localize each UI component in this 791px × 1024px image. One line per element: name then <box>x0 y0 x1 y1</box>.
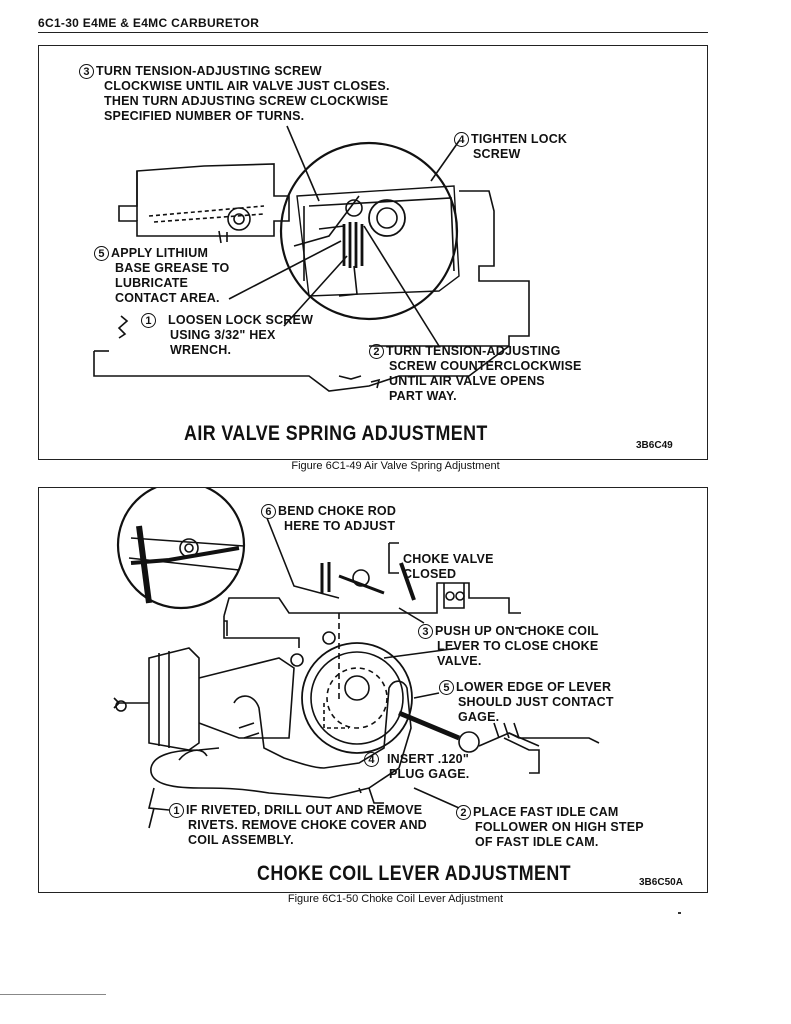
figure-title: AIR VALVE SPRING ADJUSTMENT <box>184 422 488 445</box>
figure-caption: Figure 6C1-49 Air Valve Spring Adjustmen… <box>291 460 500 472</box>
header-rule <box>38 32 708 33</box>
figure-code: 3B6C50A <box>639 877 683 888</box>
step-number: 3 <box>79 64 94 79</box>
footer-rule <box>0 994 106 995</box>
figure-caption: Figure 6C1-50 Choke Coil Lever Adjustmen… <box>287 893 504 905</box>
figure-title: CHOKE COIL LEVER ADJUSTMENT <box>257 862 571 885</box>
page-header: 6C1-30 E4ME & E4MC CARBURETOR <box>38 16 260 30</box>
stray-mark <box>678 912 681 914</box>
air-valve-illustration <box>93 125 530 392</box>
choke-valve-closed-label: CHOKE VALVE CLOSED <box>403 552 494 581</box>
figure-code: 3B6C49 <box>636 440 673 451</box>
choke-coil-illustration <box>113 488 600 829</box>
